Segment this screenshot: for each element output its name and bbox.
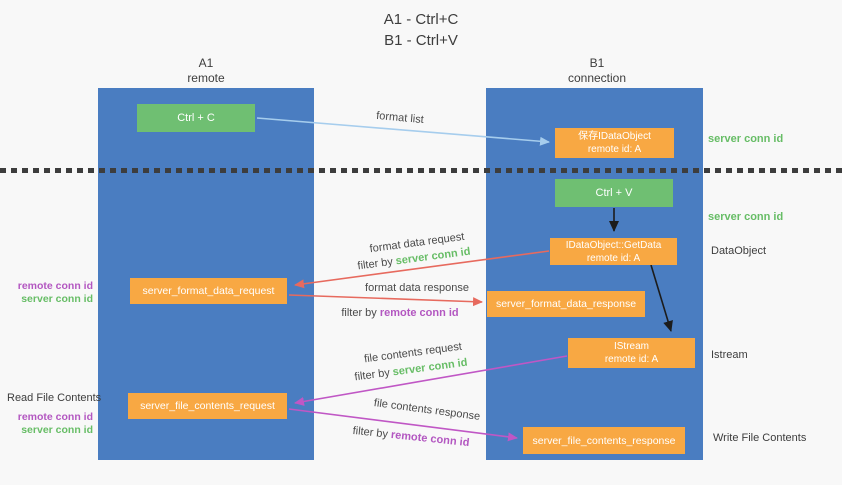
column-b1-role: connection bbox=[567, 71, 627, 85]
conn-id-pair-file: remote conn id server conn id bbox=[6, 411, 93, 436]
istream-line1: IStream bbox=[613, 341, 649, 352]
istream-line2: remote id: A bbox=[604, 354, 659, 365]
server-conn-id-label-top: server conn id bbox=[708, 133, 784, 145]
ctrl-v-node: Ctrl + V bbox=[555, 179, 673, 207]
istream-node: IStream remote id: A bbox=[568, 338, 695, 368]
dataobject-label: DataObject bbox=[711, 245, 767, 257]
server-conn-id-label: server conn id bbox=[21, 423, 93, 436]
save-dataobject-node: 保存IDataObject remote id: A bbox=[555, 128, 674, 158]
getdata-to-istream-arrow bbox=[650, 264, 673, 332]
file-contents-response-arrow bbox=[288, 408, 518, 442]
save-dataobject-line1: 保存IDataObject bbox=[578, 131, 651, 142]
filter-by-text: filter by bbox=[341, 307, 377, 319]
save-dataobject-line2: remote id: A bbox=[587, 144, 642, 155]
format-data-response-arrow bbox=[288, 294, 483, 307]
remote-conn-id-label: remote conn id bbox=[17, 280, 93, 292]
format-data-request-arrow bbox=[294, 250, 550, 289]
column-b1-header: B1 connection bbox=[535, 56, 659, 86]
server-file-contents-request-node: server_file_contents_request bbox=[128, 393, 287, 419]
column-a1-header: A1 remote bbox=[146, 56, 266, 86]
title-line-2: B1 - Ctrl+V bbox=[384, 32, 458, 49]
format-list-arrow bbox=[256, 117, 550, 146]
getdata-line2: remote id: A bbox=[586, 252, 641, 264]
column-b1-name: B1 bbox=[589, 56, 605, 70]
ctrl-v-label: Ctrl + V bbox=[595, 187, 633, 199]
copy-paste-separator-line bbox=[0, 168, 842, 173]
server-file-contents-response-label: server_file_contents_response bbox=[532, 434, 676, 447]
conn-id-pair-format: remote conn id server conn id bbox=[6, 280, 93, 305]
server-format-data-request-node: server_format_data_request bbox=[130, 278, 287, 304]
column-a1-name: A1 bbox=[198, 56, 214, 70]
remote-conn-id-label: remote conn id bbox=[17, 411, 93, 423]
diagram-title: A1 - Ctrl+C B1 - Ctrl+V bbox=[0, 9, 842, 51]
server-conn-id-label-mid: server conn id bbox=[708, 211, 784, 223]
format-data-response-label: format data response bbox=[365, 282, 469, 294]
server-format-data-response-node: server_format_data_response bbox=[487, 291, 645, 317]
server-conn-id-label: server conn id bbox=[21, 292, 93, 305]
getdata-node: IDataObject::GetData remote id: A bbox=[550, 238, 677, 265]
server-file-contents-response-node: server_file_contents_response bbox=[523, 427, 685, 454]
server-format-data-request-label: server_format_data_request bbox=[142, 285, 275, 297]
server-file-contents-request-label: server_file_contents_request bbox=[140, 400, 275, 412]
file-contents-request-arrow bbox=[294, 355, 568, 406]
istream-label: Istream bbox=[711, 349, 748, 361]
column-a1-role: remote bbox=[187, 71, 225, 85]
remote-conn-id-text: remote conn id bbox=[379, 307, 459, 319]
ctrl-c-node: Ctrl + C bbox=[137, 104, 255, 132]
ctrl-c-label: Ctrl + C bbox=[177, 112, 215, 124]
write-file-contents-label: Write File Contents bbox=[713, 432, 807, 444]
server-format-data-response-label: server_format_data_response bbox=[495, 298, 637, 310]
read-file-contents-label: Read File Contents bbox=[7, 392, 102, 404]
title-line-1: A1 - Ctrl+C bbox=[383, 11, 459, 28]
getdata-line1: IDataObject::GetData bbox=[565, 239, 662, 251]
